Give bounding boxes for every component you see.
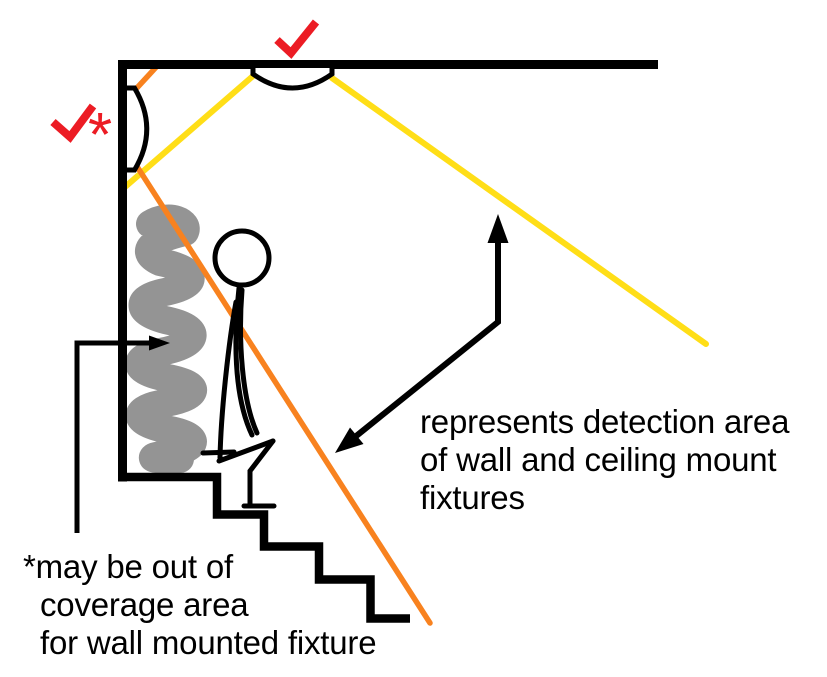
stick-figure-front-shin [247, 438, 276, 508]
stick-figure-torso-2 [238, 287, 260, 436]
ceiling-detection-beams [123, 73, 709, 347]
detection-note-line-3: fixtures [420, 479, 525, 516]
detection-note-arrow [335, 214, 509, 453]
stick-figure [200, 228, 277, 509]
stick-figure-back-foot [200, 449, 237, 456]
detection-note-arrowhead-down [335, 427, 364, 453]
stairs [118, 472, 410, 623]
coverage-note-arrow [74, 335, 170, 533]
coverage-note-line-3: for wall mounted fixture [40, 624, 377, 661]
coverage-note-line-2: coverage area [40, 586, 249, 623]
stick-figure-arm [217, 299, 239, 461]
wall-beam-lower [135, 165, 433, 626]
stick-figure-head [212, 228, 272, 288]
detection-note-arrow-shaft [348, 240, 501, 444]
ceiling-beam-right [329, 75, 709, 347]
ceiling-check-icon [274, 19, 320, 59]
wall-fixture-asterisk: * [88, 101, 112, 170]
detection-note-line-1: represents detection area [420, 403, 790, 440]
detection-note-arrowhead-up [487, 214, 509, 243]
detection-note-line-2: of wall and ceiling mount [420, 441, 777, 478]
coverage-gap-scribble [125, 204, 207, 474]
structure [118, 60, 658, 623]
coverage-note-arrow-shaft [74, 340, 152, 533]
coverage-note: *may be out of coverage area for wall mo… [23, 548, 440, 662]
coverage-note-arrowhead [149, 335, 170, 351]
wall-check-icon [50, 103, 97, 143]
ceiling-beam-left [123, 73, 255, 190]
coverage-note-line-1: *may be out of [23, 548, 233, 585]
ceiling-mount-fixture [250, 68, 335, 91]
wall-mount-fixture [127, 85, 150, 173]
stick-figure-thighs [216, 438, 276, 464]
detection-note: represents detection area of wall and ce… [420, 403, 820, 517]
